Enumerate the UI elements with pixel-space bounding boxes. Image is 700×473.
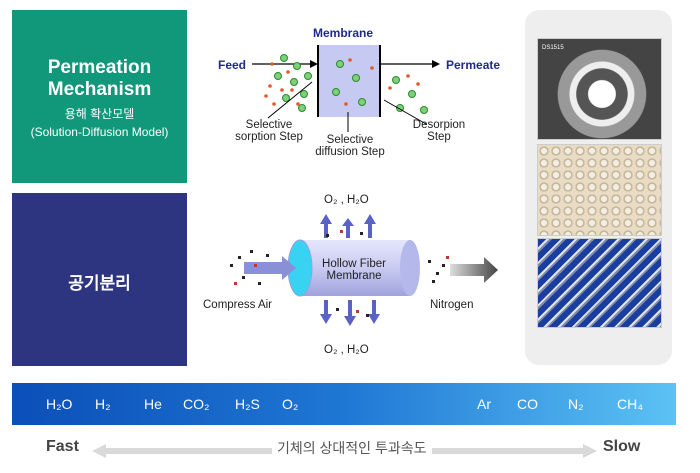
- panel-title-line2: Mechanism: [47, 79, 152, 100]
- compress-air-arrow: [244, 256, 296, 280]
- nitrogen-arrow: [450, 257, 498, 283]
- relative-speed-label: 기체의 상대적인 투과속도: [277, 440, 427, 456]
- permeate-up-arrows: [320, 214, 376, 238]
- right-arrow-icon: [432, 444, 597, 458]
- hf-top-label: O₂ , H₂O: [324, 194, 369, 206]
- gas-permeation-speed-bar: H₂O H₂ He CO₂ H₂S O₂ Ar CO N₂ CH₄: [12, 383, 676, 425]
- hollow-fiber-body: [300, 240, 410, 296]
- photo-tag: DS1515: [542, 45, 564, 51]
- panel-subtitle-en: (Solution-Diffusion Model): [30, 125, 169, 139]
- gas-ar: Ar: [477, 396, 491, 412]
- gas-h2o: H₂O: [46, 396, 73, 412]
- panel-title-line1: Permeation: [47, 57, 152, 78]
- gas-co: CO: [517, 396, 538, 412]
- permeate-label: Permeate: [446, 58, 501, 72]
- hollow-fiber-diagram: [230, 214, 498, 326]
- air-separation-panel: 공기분리: [12, 193, 187, 366]
- membrane-body: [318, 45, 380, 117]
- permeate-down-arrows: [320, 300, 380, 326]
- gas-he: He: [144, 396, 162, 412]
- fast-label: Fast: [46, 438, 79, 455]
- photo-column: DS1515: [525, 10, 672, 365]
- gas-h2: H₂: [95, 396, 111, 412]
- membrane-diagram: [252, 45, 440, 132]
- fiber-bundle-photo: [537, 144, 662, 236]
- gas-n2: N₂: [568, 396, 584, 412]
- nitrogen-label: Nitrogen: [430, 299, 474, 311]
- gas-h2s: H₂S: [235, 396, 260, 412]
- gas-ch4: CH₄: [617, 396, 643, 412]
- fiber-strands-photo: [537, 238, 662, 328]
- hf-bottom-label: O₂ , H₂O: [324, 344, 369, 356]
- gas-molecules: [264, 54, 428, 114]
- fiber-cross-section-photo: DS1515: [537, 38, 662, 140]
- slow-label: Slow: [603, 438, 641, 455]
- feed-label: Feed: [218, 58, 247, 72]
- membrane-label: Membrane: [313, 26, 374, 40]
- gas-co2: CO₂: [183, 396, 210, 412]
- air-separation-title: 공기분리: [68, 274, 131, 293]
- left-arrow-icon: [92, 444, 272, 458]
- compress-air-label: Compress Air: [203, 299, 273, 311]
- panel-subtitle-ko: 용해 확산모델: [64, 107, 135, 121]
- permeation-mechanism-panel: Permeation Mechanism 용해 확산모델 (Solution-D…: [12, 10, 187, 183]
- gas-o2: O₂: [282, 396, 299, 412]
- air-particles: [230, 232, 445, 317]
